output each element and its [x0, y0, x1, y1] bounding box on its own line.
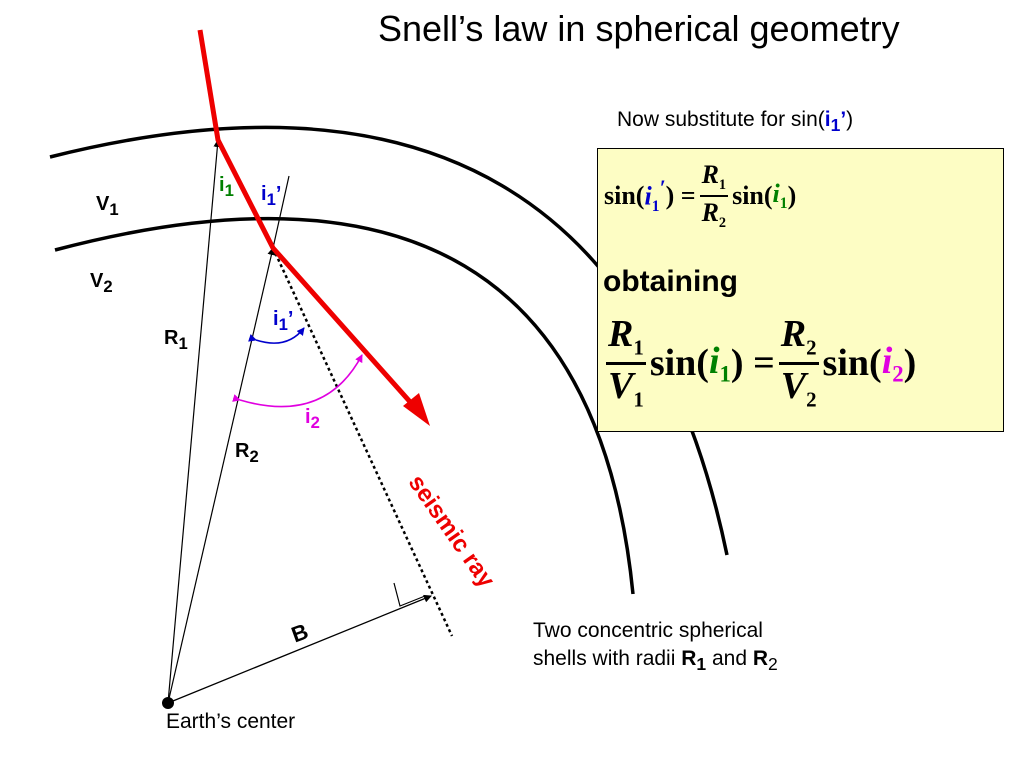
- dotted-ray-extension: [271, 247, 454, 637]
- inner-shell-arc: [54, 216, 635, 595]
- angle-arc-i1-prime-lower: [248, 327, 305, 344]
- label-v2: V2: [90, 270, 113, 296]
- label-r1: R1: [164, 327, 188, 353]
- label-earth-center: Earth’s center: [166, 710, 296, 733]
- earth-center-dot: [162, 697, 174, 709]
- label-i1-prime-top: i1’: [261, 183, 282, 209]
- normal-extension-line: [272, 175, 290, 249]
- b-perpendicular-line: [167, 594, 432, 704]
- radius-r1-line: [167, 139, 222, 704]
- label-i1-prime-lower: i1’: [273, 308, 294, 334]
- shells-caption: Two concentric spherical shells with rad…: [533, 619, 778, 675]
- r2-over-v2-fraction: R2 V2: [778, 313, 819, 412]
- label-i1: i1: [219, 174, 234, 200]
- r1-over-r2-fraction: R1 R2: [699, 160, 729, 232]
- label-r2: R2: [235, 440, 259, 466]
- seismic-ray-path: [197, 29, 422, 415]
- r1-over-v1-fraction: R1 V1: [606, 313, 646, 412]
- seismic-ray-arrowhead: [403, 393, 430, 426]
- radius-r2-line: [167, 247, 276, 704]
- equation-sin-i1-prime: sin(i1′) = R1 R2 sin(i1): [604, 160, 797, 232]
- substitute-caption: Now substitute for sin(i1’): [617, 108, 854, 136]
- label-i2: i2: [305, 406, 320, 432]
- equation-snell-spherical: R1 V1 sin(i1) = R2 V2 sin(i2): [606, 313, 917, 412]
- obtaining-label: obtaining: [603, 265, 738, 298]
- right-angle-mark: [393, 582, 426, 607]
- label-v1: V1: [96, 193, 119, 219]
- equation-box: sin(i1′) = R1 R2 sin(i1) obtaining R1 V1…: [597, 148, 1004, 432]
- page-title: Snell’s law in spherical geometry: [378, 8, 900, 49]
- angle-arc-i2: [232, 354, 363, 408]
